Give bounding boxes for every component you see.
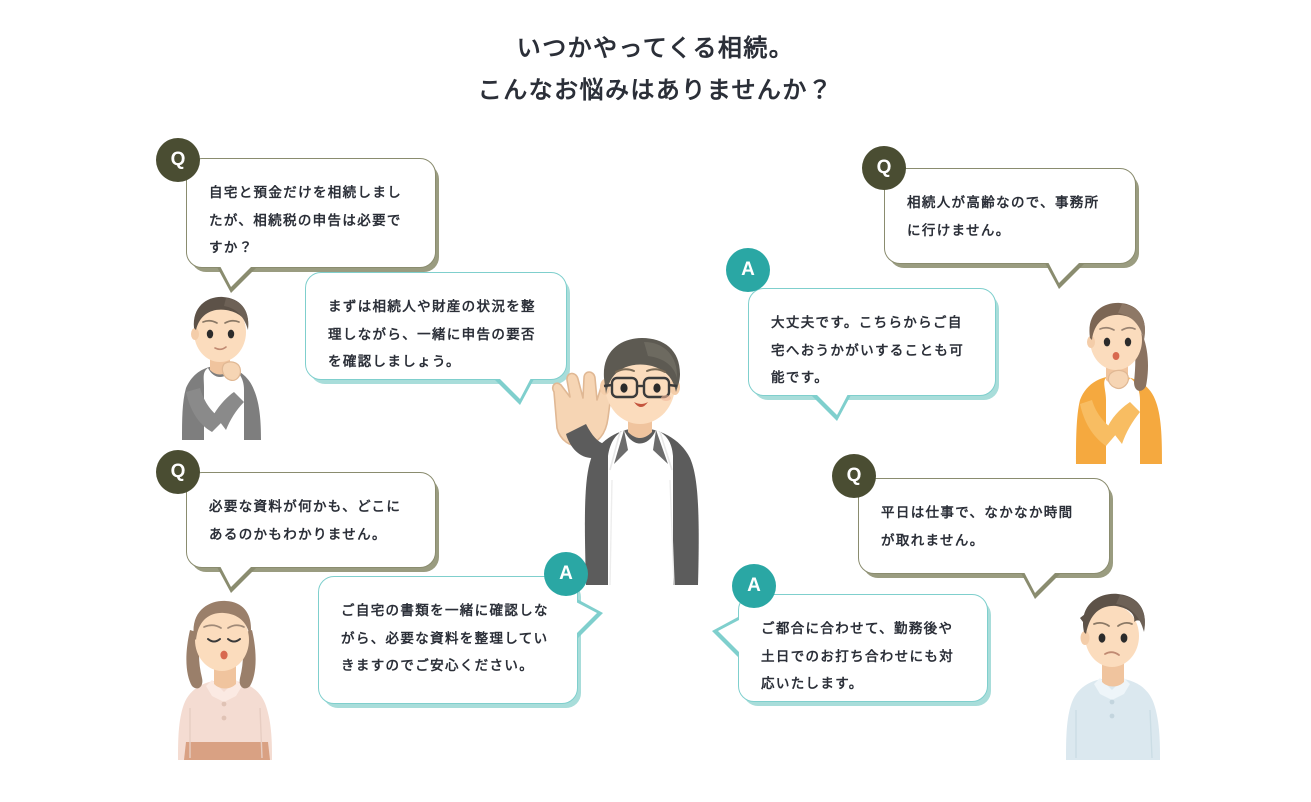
faq-1-answer-tail [494,378,534,405]
faq-4-question-badge: Q [832,454,876,498]
faq-1-answer-bubble: まずは相続人や財産の状況を整理しながら、一緒に申告の要否を確認しましょう。 [305,272,567,405]
faq-4-question-tail [1021,572,1061,599]
page-title-line-1: いつかやってくる相続。 [516,35,795,62]
faq-3-question-badge: Q [156,450,200,494]
faq-3-question-bubble: 必要な資料が何かも、どこにあるのかもわかりません。 [186,472,436,593]
faq-4-answer-tail [712,617,739,657]
faq-2-answer-text: 大丈夫です。こちらからご自宅へおうかがいすることも可能です。 [771,315,965,386]
faq-1-question-badge: Q [156,138,200,182]
faq-4-answer-text: ご都合に合わせて、勤務後や土日でのお打ち合わせにも対応いたします。 [761,621,955,692]
faq-3-question-text: 必要な資料が何かも、どこにあるのかもわかりません。 [209,499,402,542]
faq-3-answer-tail [576,599,603,639]
faq-4-question-bubble: 平日は仕事で、なかなか時間が取れません。 [858,478,1110,599]
asker-top-left-illustration [168,292,273,440]
faq-3-answer-badge: A [544,552,588,596]
faq-4-question-text: 平日は仕事で、なかなか時間が取れません。 [881,505,1074,548]
faq-2-question-badge: Q [862,146,906,190]
faq-2-answer-tail [811,394,851,421]
faq-3-answer-text: ご自宅の書類を一緒に確認しながら、必要な資料を整理していきますのでご安心ください… [341,603,549,674]
faq-3-answer-bubble: ご自宅の書類を一緒に確認しながら、必要な資料を整理していきますのでご安心ください… [318,576,603,704]
faq-1-question-tail [217,266,257,293]
advisor-illustration [540,330,740,585]
faq-1-answer-text: まずは相続人や財産の状況を整理しながら、一緒に申告の要否を確認しましょう。 [328,299,536,370]
faq-2-question-text: 相続人が高齢なので、事務所に行けません。 [907,195,1100,238]
page-title-line-2: こんなお悩みはありませんか？ [477,77,834,104]
page-title: いつかやってくる相続。 こんなお悩みはありませんか？ [0,28,1311,112]
asker-bottom-left-illustration [168,592,280,760]
asker-bottom-right-illustration [1058,588,1170,760]
faq-4-answer-bubble: ご都合に合わせて、勤務後や土日でのお打ち合わせにも対応いたします。 [712,594,988,702]
faq-2-question-tail [1045,262,1085,289]
asker-top-right-illustration [1062,296,1174,464]
faq-2-answer-bubble: 大丈夫です。こちらからご自宅へおうかがいすることも可能です。 [748,288,996,421]
faq-4-answer-badge: A [732,564,776,608]
faq-1-question-bubble: 自宅と預金だけを相続しましたが、相続税の申告は必要ですか？ [186,158,436,293]
faq-2-answer-badge: A [726,248,770,292]
faq-2-question-bubble: 相続人が高齢なので、事務所に行けません。 [884,168,1136,289]
faq-1-question-text: 自宅と預金だけを相続しましたが、相続税の申告は必要ですか？ [209,185,403,256]
faq-3-question-tail [217,566,257,593]
